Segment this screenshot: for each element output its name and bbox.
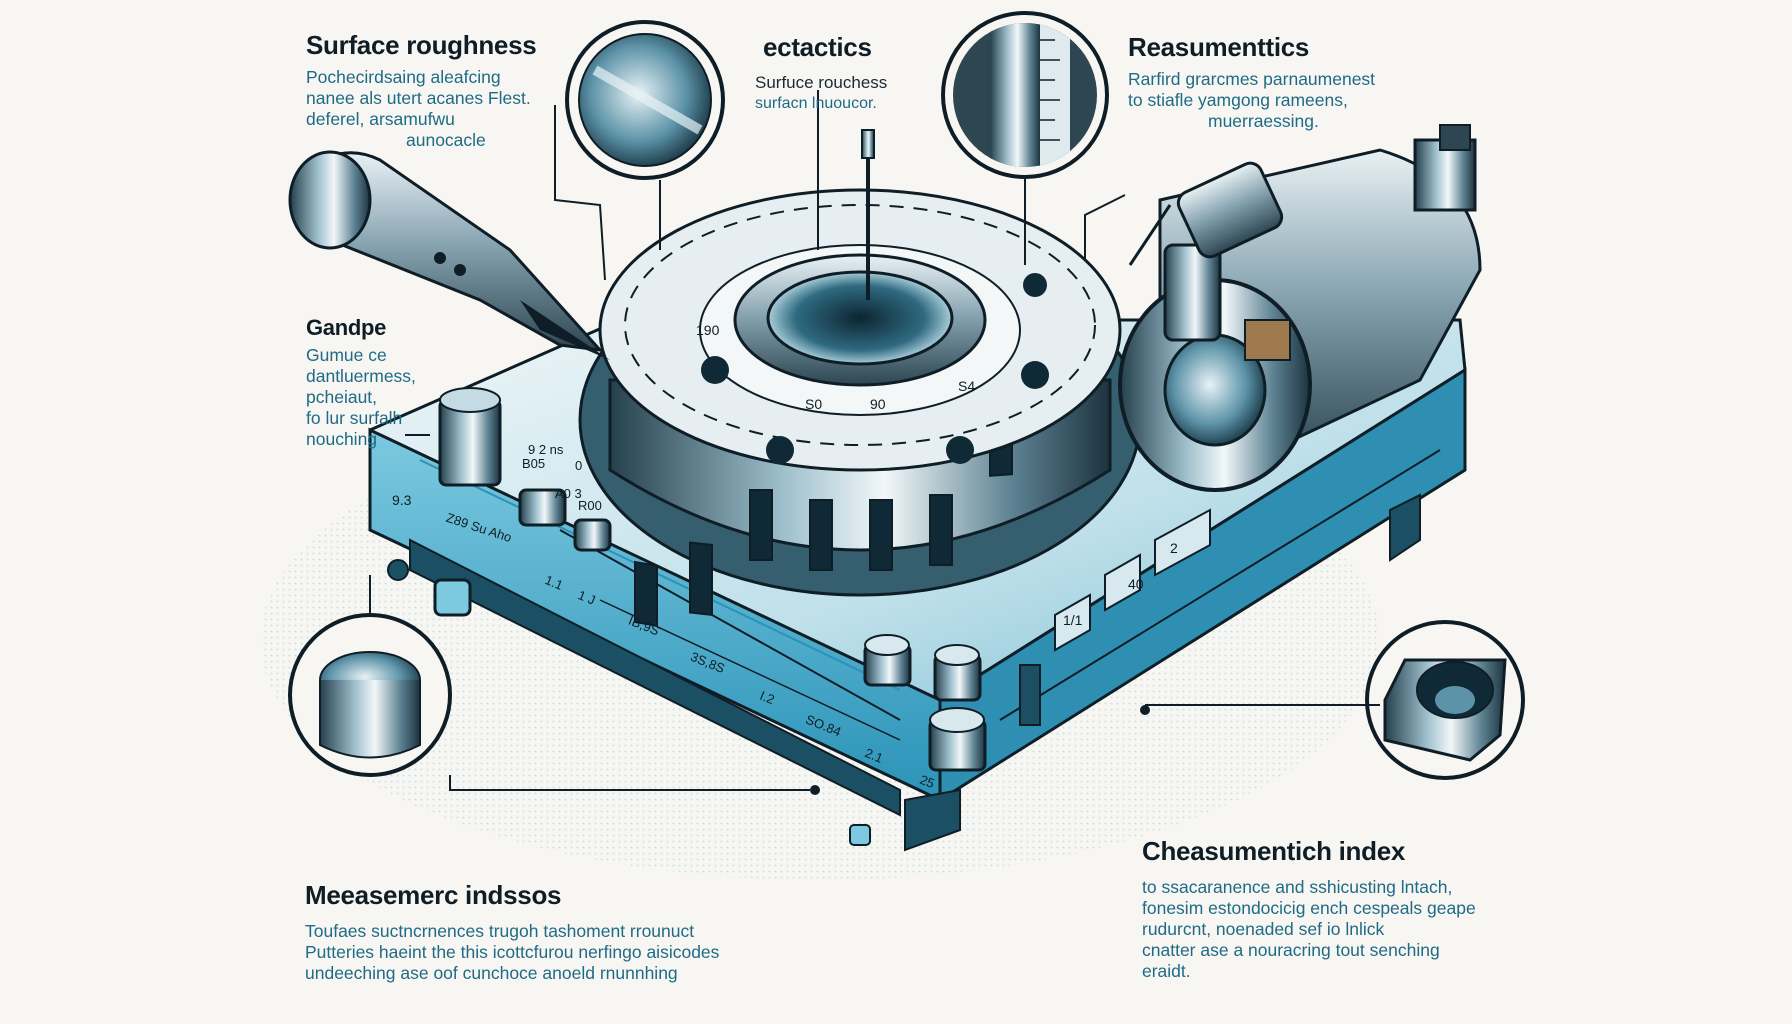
dial-marking: S0 bbox=[805, 396, 823, 412]
left-probe bbox=[288, 150, 610, 360]
callout-body: Toufaes suctncrnences trugoh tashoment r… bbox=[305, 921, 719, 984]
callout-body: to ssacaranence and sshicusting lntach, … bbox=[1142, 877, 1476, 982]
dial-marking: S4 bbox=[958, 378, 976, 394]
panel-key-label: 40 bbox=[1128, 576, 1144, 592]
panel-marking: R00 bbox=[578, 498, 602, 513]
callout-line: surfacn lnuoucor. bbox=[755, 95, 877, 112]
dial-marking: 190 bbox=[696, 322, 720, 338]
knob-icon bbox=[288, 613, 452, 777]
panel-marking: 0 bbox=[575, 458, 583, 473]
cup-insert-icon bbox=[1365, 620, 1525, 780]
callout-line: rudurcnt, noenaded sef io lnlick bbox=[1142, 919, 1385, 939]
panel-marking: 9.3 bbox=[392, 492, 412, 508]
callout-line: aunocacle bbox=[406, 130, 486, 150]
panel-key-label: 2 bbox=[1170, 540, 1178, 556]
dial-marking: 90 bbox=[870, 396, 886, 412]
panel-marking: B05 bbox=[522, 456, 546, 471]
callout-line: muerraessing. bbox=[1208, 111, 1319, 131]
panel-keys bbox=[1054, 508, 1211, 652]
callout-body: Surfuce rouchess surfacn lnuoucor. bbox=[755, 73, 887, 114]
knobs bbox=[387, 387, 1041, 846]
callout-surface-roughness: Surface roughness Pochecirdsaing aleafci… bbox=[306, 30, 537, 151]
callout-cheasument: Cheasumentich index to ssacaranence and … bbox=[1142, 836, 1476, 982]
callout-line: undeeching ase oof cunchoce anoeld rnunn… bbox=[305, 963, 678, 983]
callout-gandpe: Gandpe Gumue ce dantluermess, pcheiaut, … bbox=[306, 315, 416, 450]
roughness-sample-icon bbox=[565, 20, 725, 180]
callout-heading: Meeasemerc indssos bbox=[305, 880, 562, 910]
callout-heading: Gandpe bbox=[306, 315, 387, 340]
callout-body: Pochecirdsaing aleafcing nanee als utert… bbox=[306, 67, 536, 151]
callout-line: eraidt. bbox=[1142, 961, 1191, 981]
panel-marking: 9 2 ns bbox=[528, 442, 564, 457]
callout-measemerc: Meeasemerc indssos Toufaes suctncrnences… bbox=[305, 880, 719, 984]
callout-line: Gumue ce bbox=[306, 345, 387, 365]
callout-line: to ssacaranence and sshicusting lntach, bbox=[1142, 877, 1453, 897]
callout-heading: Surface roughness bbox=[306, 30, 537, 60]
callout-line: Putteries haeint the this icottcfurou ne… bbox=[305, 942, 720, 962]
panel-marking: A0 3 bbox=[555, 486, 582, 501]
callout-line: dantluermess, bbox=[306, 366, 416, 386]
callout-heading: ectactics bbox=[763, 32, 872, 62]
callout-heading: Cheasumentich index bbox=[1142, 836, 1406, 866]
callout-body: Gumue ce dantluermess, pcheiaut, fo lur … bbox=[306, 345, 416, 450]
callout-line: cnatter ase a nouracring tout senching bbox=[1142, 940, 1440, 960]
leader-lines bbox=[369, 90, 1380, 791]
scale-loupe-icon bbox=[941, 11, 1109, 179]
callout-line: pcheiaut, bbox=[306, 387, 378, 407]
callout-line: Rarfird grarcmes parnaumenest bbox=[1128, 69, 1376, 89]
callout-line: nouching bbox=[306, 429, 378, 449]
center-stylus bbox=[861, 129, 875, 300]
callout-line: Pochecirdsaing aleafcing bbox=[306, 67, 501, 87]
callout-ectactics: ectactics Surfuce rouchess surfacn lnuou… bbox=[755, 32, 887, 114]
callout-reasumenttics: Reasumenttics Rarfird grarcmes parnaumen… bbox=[1128, 32, 1375, 132]
callout-line: to stiafle yamgong rameens, bbox=[1128, 90, 1348, 110]
dial-indicator bbox=[1128, 161, 1284, 342]
callout-heading: Reasumenttics bbox=[1128, 32, 1310, 62]
callout-line: fonesim estondocicig ench cespeals geape bbox=[1142, 898, 1476, 918]
callout-line: fo lur surfalh bbox=[306, 408, 403, 428]
panel-key-label: 1/1 bbox=[1063, 612, 1083, 628]
callout-body: Rarfird grarcmes parnaumenest to stiafle… bbox=[1128, 69, 1375, 132]
callout-line: Surfuce rouchess bbox=[755, 73, 888, 92]
callout-line: Toufaes suctncrnences trugoh tashoment r… bbox=[305, 921, 695, 941]
callout-line: deferel, arsamufwu bbox=[306, 109, 455, 129]
gear-assembly bbox=[578, 188, 1142, 628]
callout-line: nanee als utert acanes Flest. bbox=[306, 88, 531, 108]
